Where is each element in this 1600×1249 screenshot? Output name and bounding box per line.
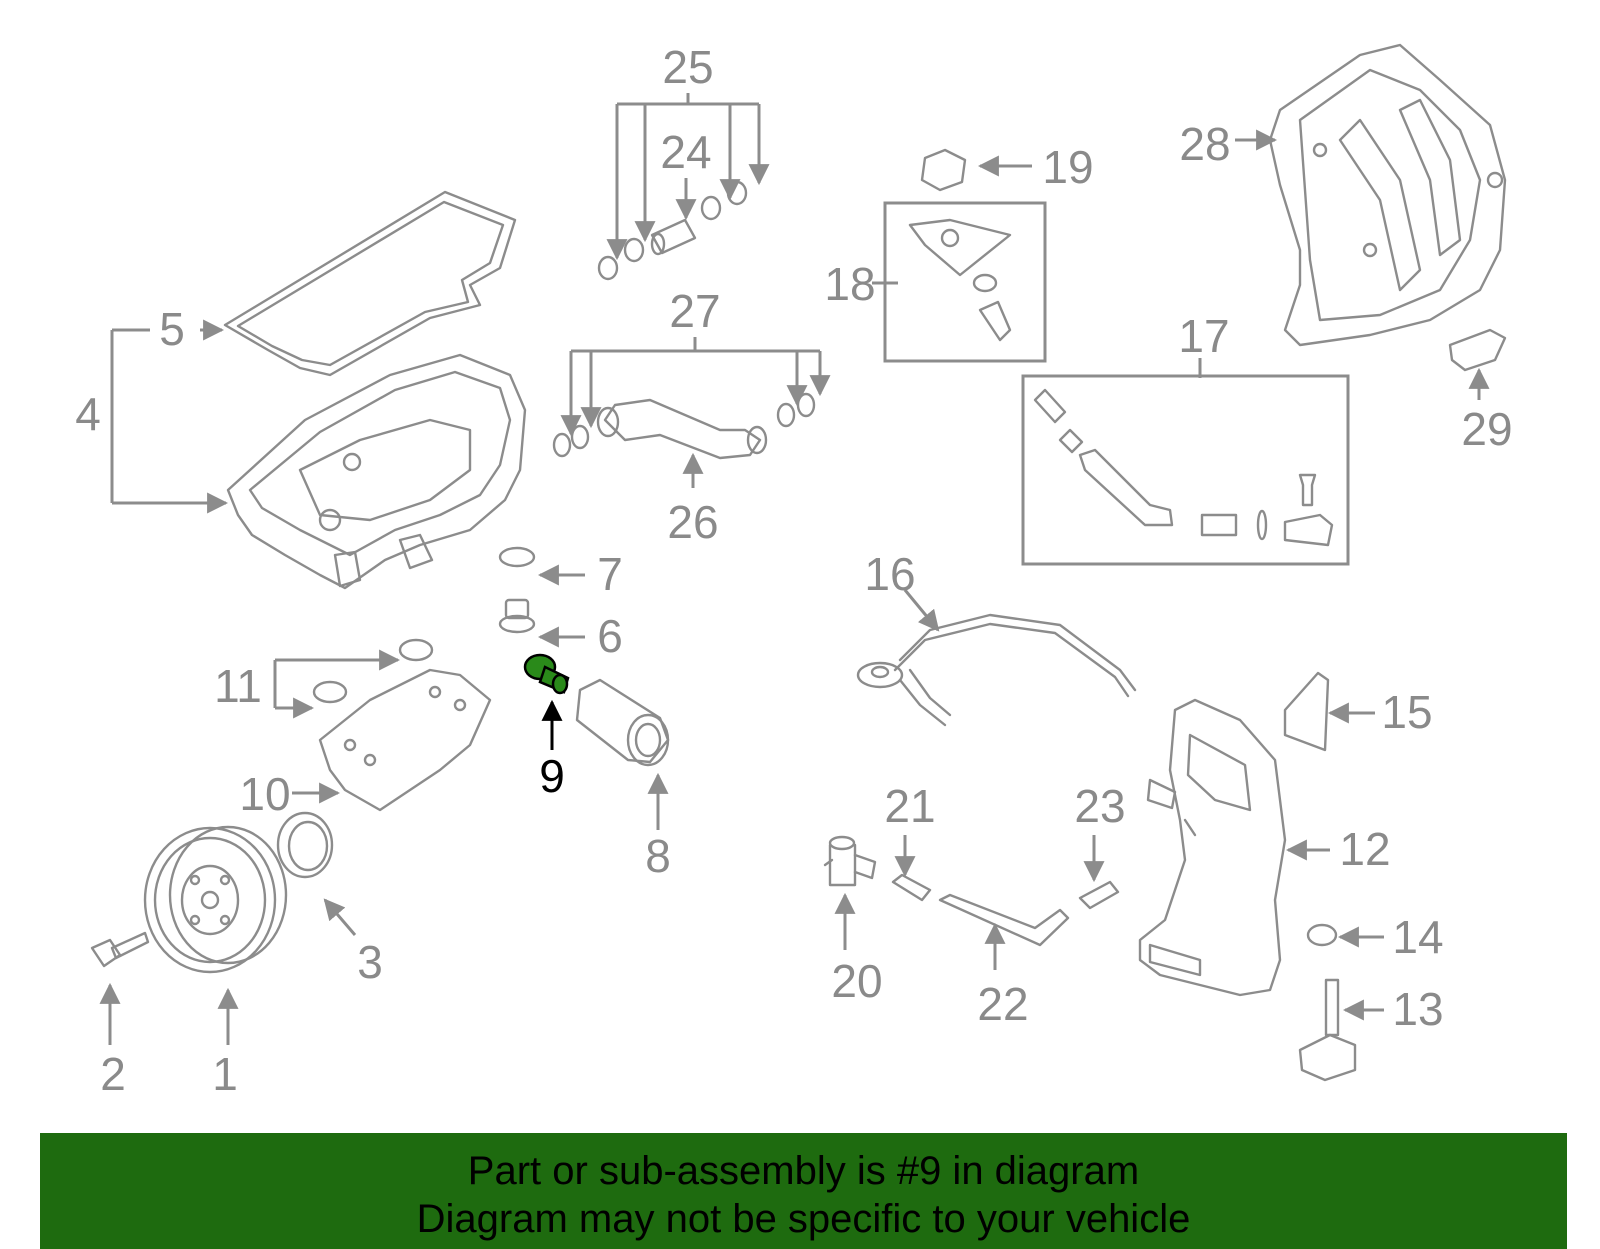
label-3: 3 (357, 936, 383, 988)
label-8: 8 (645, 830, 671, 882)
label-2: 2 (100, 1048, 126, 1100)
cooler-o-rings-part[interactable] (312, 638, 434, 704)
label-15: 15 (1381, 686, 1432, 738)
label-9-highlighted: 9 (539, 750, 565, 802)
label-19: 19 (1042, 141, 1093, 193)
part-number-labels: 25 24 27 26 5 4 7 6 11 10 9 8 3 2 1 19 1… (75, 41, 1512, 1100)
oil-pan-gasket-part[interactable] (223, 190, 517, 377)
label-23: 23 (1074, 780, 1125, 832)
filler-neck-assembly-part[interactable] (908, 218, 1012, 342)
part-9-highlighted[interactable] (523, 653, 570, 695)
filler-cap-part[interactable] (920, 148, 967, 192)
label-29: 29 (1461, 403, 1512, 455)
part-18-box (883, 201, 1047, 363)
label-4: 4 (75, 388, 101, 440)
info-banner: Part or sub-assembly is #9 in diagram Di… (40, 1133, 1567, 1249)
label-27: 27 (669, 285, 720, 337)
label-16: 16 (864, 548, 915, 600)
label-26: 26 (667, 496, 718, 548)
label-28: 28 (1179, 118, 1230, 170)
separator-cover-part[interactable] (1283, 671, 1330, 752)
label-11: 11 (214, 660, 262, 712)
leader-lines (99, 93, 1490, 1045)
label-21: 21 (884, 780, 935, 832)
label-25: 25 (662, 41, 713, 93)
check-valve-part[interactable] (823, 835, 877, 887)
hose-connector-21-part[interactable] (891, 873, 932, 902)
label-1: 1 (212, 1048, 238, 1100)
label-14: 14 (1392, 911, 1443, 963)
hose-connector-23-part[interactable] (1078, 880, 1120, 910)
label-13: 13 (1392, 983, 1443, 1035)
label-7: 7 (597, 548, 623, 600)
vent-hose-22-part[interactable] (938, 893, 1070, 947)
label-5: 5 (159, 303, 185, 355)
breather-hose-part[interactable] (552, 392, 816, 460)
drain-plug-part[interactable] (498, 598, 536, 634)
pulley-part[interactable] (143, 825, 288, 974)
label-24: 24 (660, 126, 711, 178)
banner-line-2: Diagram may not be specific to your vehi… (416, 1197, 1191, 1241)
intake-gasket-part[interactable] (1448, 328, 1507, 372)
oil-filter-part[interactable] (575, 678, 670, 767)
crank-seal-part[interactable] (276, 811, 334, 879)
label-20: 20 (831, 955, 882, 1007)
part-17-box (1021, 374, 1350, 566)
drain-washer-part[interactable] (498, 546, 536, 568)
label-18: 18 (824, 258, 875, 310)
sensor-o-ring-part[interactable] (1306, 923, 1338, 947)
dipstick-tube-part[interactable] (856, 613, 1137, 727)
label-10: 10 (239, 768, 290, 820)
pulley-bolt-part[interactable] (90, 931, 150, 968)
vent-tube-part[interactable] (597, 180, 748, 281)
oil-level-sensor-part[interactable] (1298, 978, 1357, 1082)
ventilation-hose-assembly-part[interactable] (1033, 388, 1334, 547)
label-12: 12 (1339, 823, 1390, 875)
label-22: 22 (977, 978, 1028, 1030)
intake-manifold-part[interactable] (1268, 43, 1507, 347)
oil-separator-part[interactable] (1138, 698, 1287, 997)
banner-line-1: Part or sub-assembly is #9 in diagram (467, 1149, 1140, 1193)
oil-pan-part[interactable] (226, 353, 527, 590)
label-6: 6 (597, 610, 623, 662)
label-17: 17 (1178, 310, 1229, 362)
